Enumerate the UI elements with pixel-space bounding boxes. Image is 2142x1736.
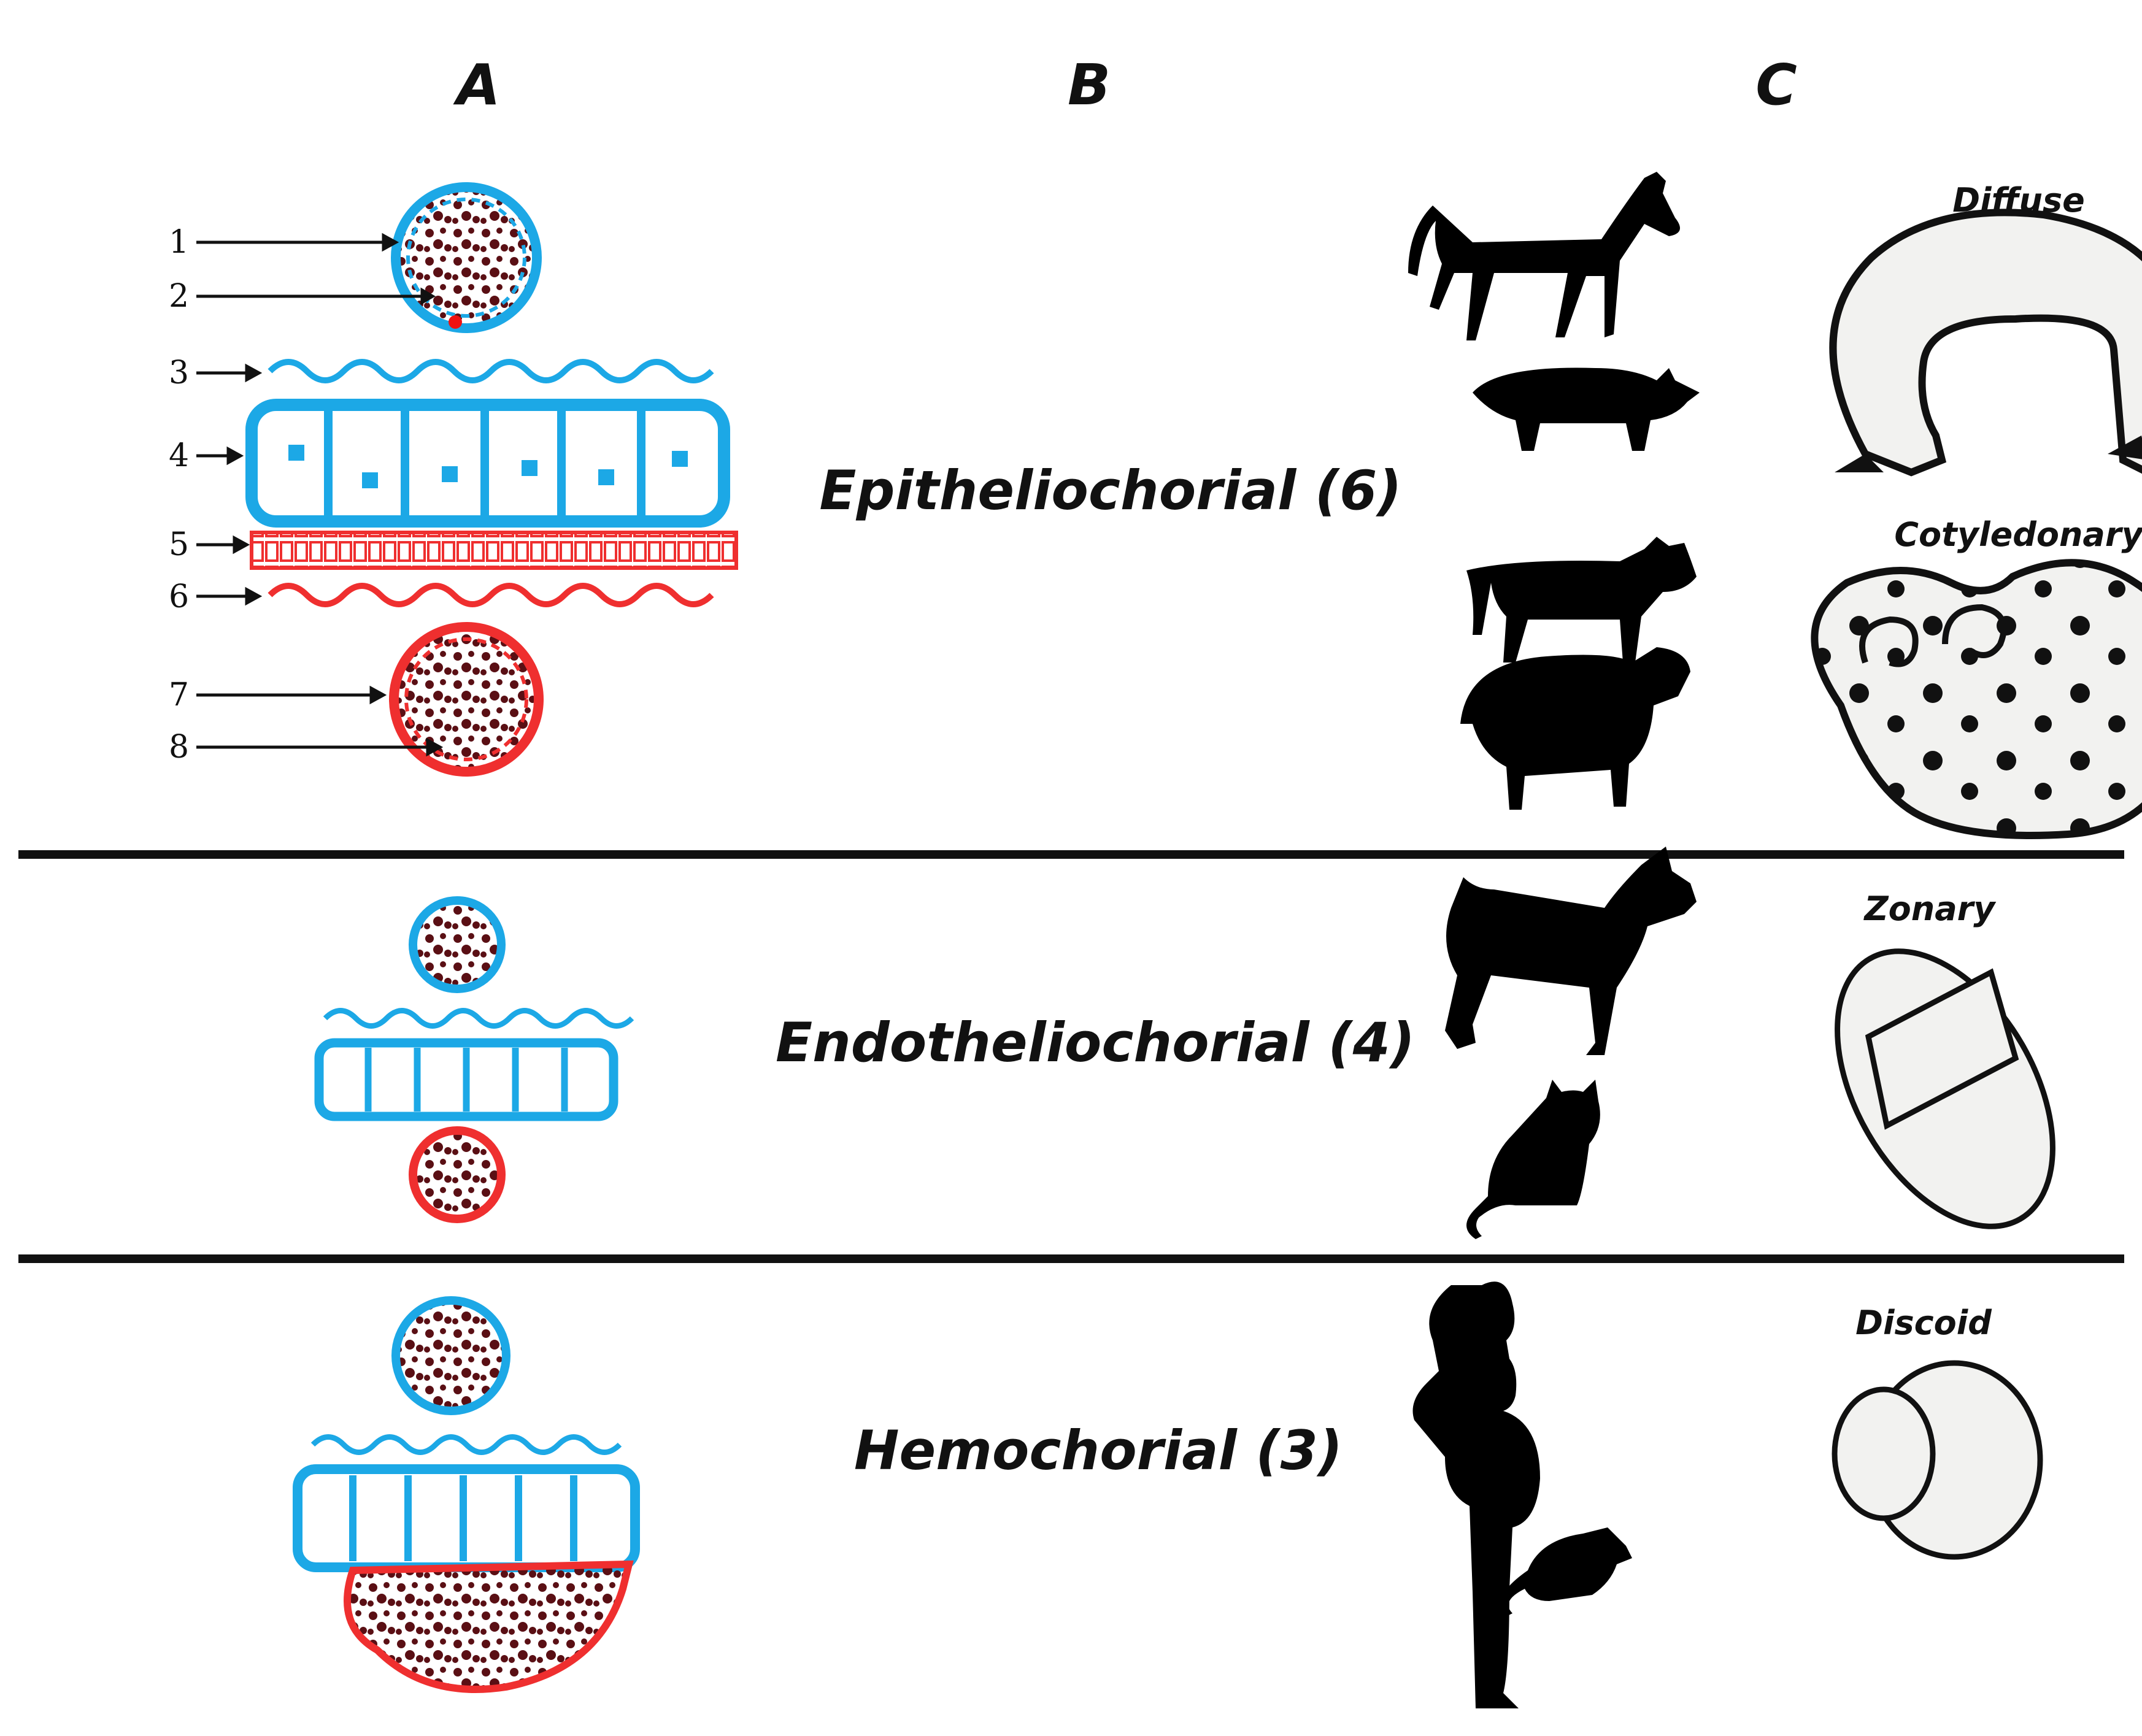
animal-silhouettes-epitheliochorial [1408, 172, 1700, 810]
layer-stack-epitheliochorial [245, 182, 738, 777]
type-label-endotheliochorial: Endotheliochorial (4) [776, 1011, 1415, 1074]
maternal-blood-space [344, 1560, 634, 1693]
fetal-capillary [409, 896, 506, 993]
column-header-a: A [453, 52, 500, 118]
rat-icon [1500, 1527, 1632, 1616]
diffuse-placenta [1829, 209, 2142, 477]
shape-label-zonary: Zonary [1863, 889, 1997, 928]
layer-number: 2 [169, 278, 189, 315]
fetal-mesenchyme [310, 1434, 622, 1455]
fetal-mesenchyme [323, 1008, 634, 1029]
shape-label-cotyledonary: Cotyledonary [1894, 515, 2142, 554]
horse-icon [1408, 172, 1680, 340]
maternal-capillary [409, 1126, 506, 1223]
type-label-epitheliochorial: Epitheliochorial (6) [819, 459, 1401, 522]
red-blood-cell [449, 315, 462, 329]
pig-icon [1473, 367, 1700, 451]
layer-number: 6 [169, 578, 189, 615]
fetal-capillary [391, 182, 542, 333]
trophoblast-layer [245, 399, 730, 528]
type-label-hemochorial: Hemochorial (3) [854, 1419, 1343, 1482]
layer-labels: 1 2 3 4 5 6 7 8 [169, 224, 444, 766]
layer-number: 5 [169, 526, 189, 563]
sheep-icon [1460, 647, 1690, 810]
animal-silhouettes-endotheliochorial [1445, 847, 1697, 1239]
column-header-c: C [1755, 52, 1797, 118]
cat-icon [1466, 1080, 1600, 1239]
fetal-capillary [391, 1296, 510, 1415]
fetal-mesenchyme [268, 359, 714, 383]
layer-stack-endotheliochorial [314, 896, 634, 1223]
column-header-b: B [1068, 52, 1111, 118]
dog-icon [1445, 847, 1697, 1055]
layer-number: 8 [169, 729, 189, 766]
pregnant-woman-icon [1412, 1281, 1540, 1708]
cotyledonary-placenta [1811, 559, 2142, 839]
layer-stack-hemochorial [293, 1296, 640, 1693]
zonary-placenta [1835, 948, 2055, 1229]
uterine-epithelium [250, 531, 738, 570]
maternal-connective-tissue [268, 583, 714, 607]
cow-icon [1466, 537, 1697, 663]
layer-number: 7 [169, 677, 189, 713]
layer-number: 1 [169, 224, 189, 261]
shape-label-discoid: Discoid [1855, 1304, 1992, 1342]
maternal-capillary [389, 622, 544, 777]
trophoblast-layer [314, 1038, 618, 1121]
animal-silhouettes-hemochorial [1412, 1281, 1632, 1708]
layer-number: 4 [169, 437, 189, 474]
discoid-placenta [1832, 1360, 2043, 1560]
layer-number: 3 [169, 355, 189, 391]
